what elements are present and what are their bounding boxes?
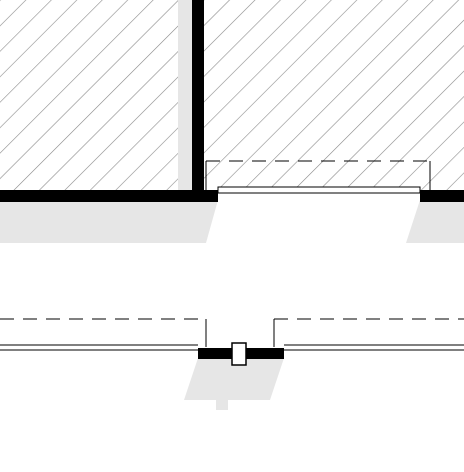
wall-vertical bbox=[192, 0, 204, 198]
lower-wall-assembly bbox=[0, 318, 464, 366]
hatch-left-room bbox=[0, 0, 178, 190]
threshold-sill bbox=[217, 186, 421, 194]
shadow-lower-fixture bbox=[184, 358, 284, 410]
upper-opening bbox=[205, 160, 431, 194]
wall-horizontal-right bbox=[420, 190, 464, 202]
shadow-under-wall-right bbox=[406, 200, 464, 243]
walls bbox=[0, 0, 464, 202]
shadow-left-room bbox=[178, 0, 192, 192]
shadow-under-wall-left bbox=[0, 200, 218, 243]
shadow-regions bbox=[0, 0, 464, 410]
hatch-right-room bbox=[204, 0, 464, 190]
wall-fixture-box bbox=[231, 342, 247, 366]
hatched-rooms bbox=[0, 0, 464, 190]
wall-horizontal-left bbox=[0, 190, 218, 202]
